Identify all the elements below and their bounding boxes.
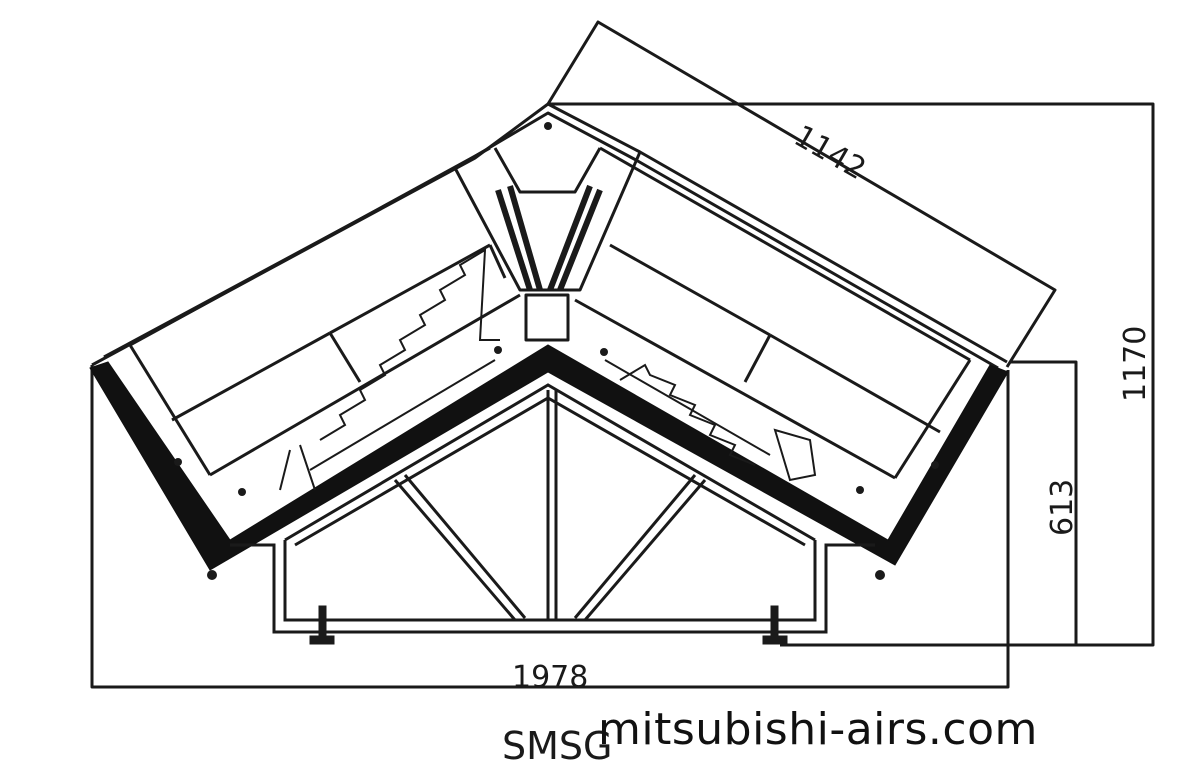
right-foot — [762, 605, 788, 645]
dimension-frame-1978 — [90, 365, 1010, 689]
base-frame — [89, 344, 1009, 571]
cabinet-outline — [91, 102, 1008, 370]
right-hinge-strut — [547, 184, 603, 292]
support-stand — [230, 383, 875, 634]
dimension-frame-1142 — [546, 20, 1057, 368]
center-corner-section — [453, 147, 642, 342]
dimension-label-width: 1978 — [512, 660, 588, 695]
dimension-label-front-height: 613 — [1045, 479, 1080, 536]
left-wing-shelves — [128, 146, 521, 477]
model-label: SMSG — [502, 724, 613, 768]
right-wing-shelves — [574, 146, 972, 480]
dimension-label-height: 1170 — [1118, 326, 1153, 402]
left-hinge-strut — [495, 185, 543, 291]
fastener-dots — [174, 122, 939, 580]
left-foot — [309, 605, 335, 645]
dimension-frame-1170 — [548, 102, 1155, 647]
left-coil — [279, 248, 500, 491]
right-coil — [604, 359, 817, 482]
watermark-text: mitsubishi-airs.com — [598, 704, 1038, 755]
dimension-label-diagonal: 1142 — [788, 119, 872, 187]
